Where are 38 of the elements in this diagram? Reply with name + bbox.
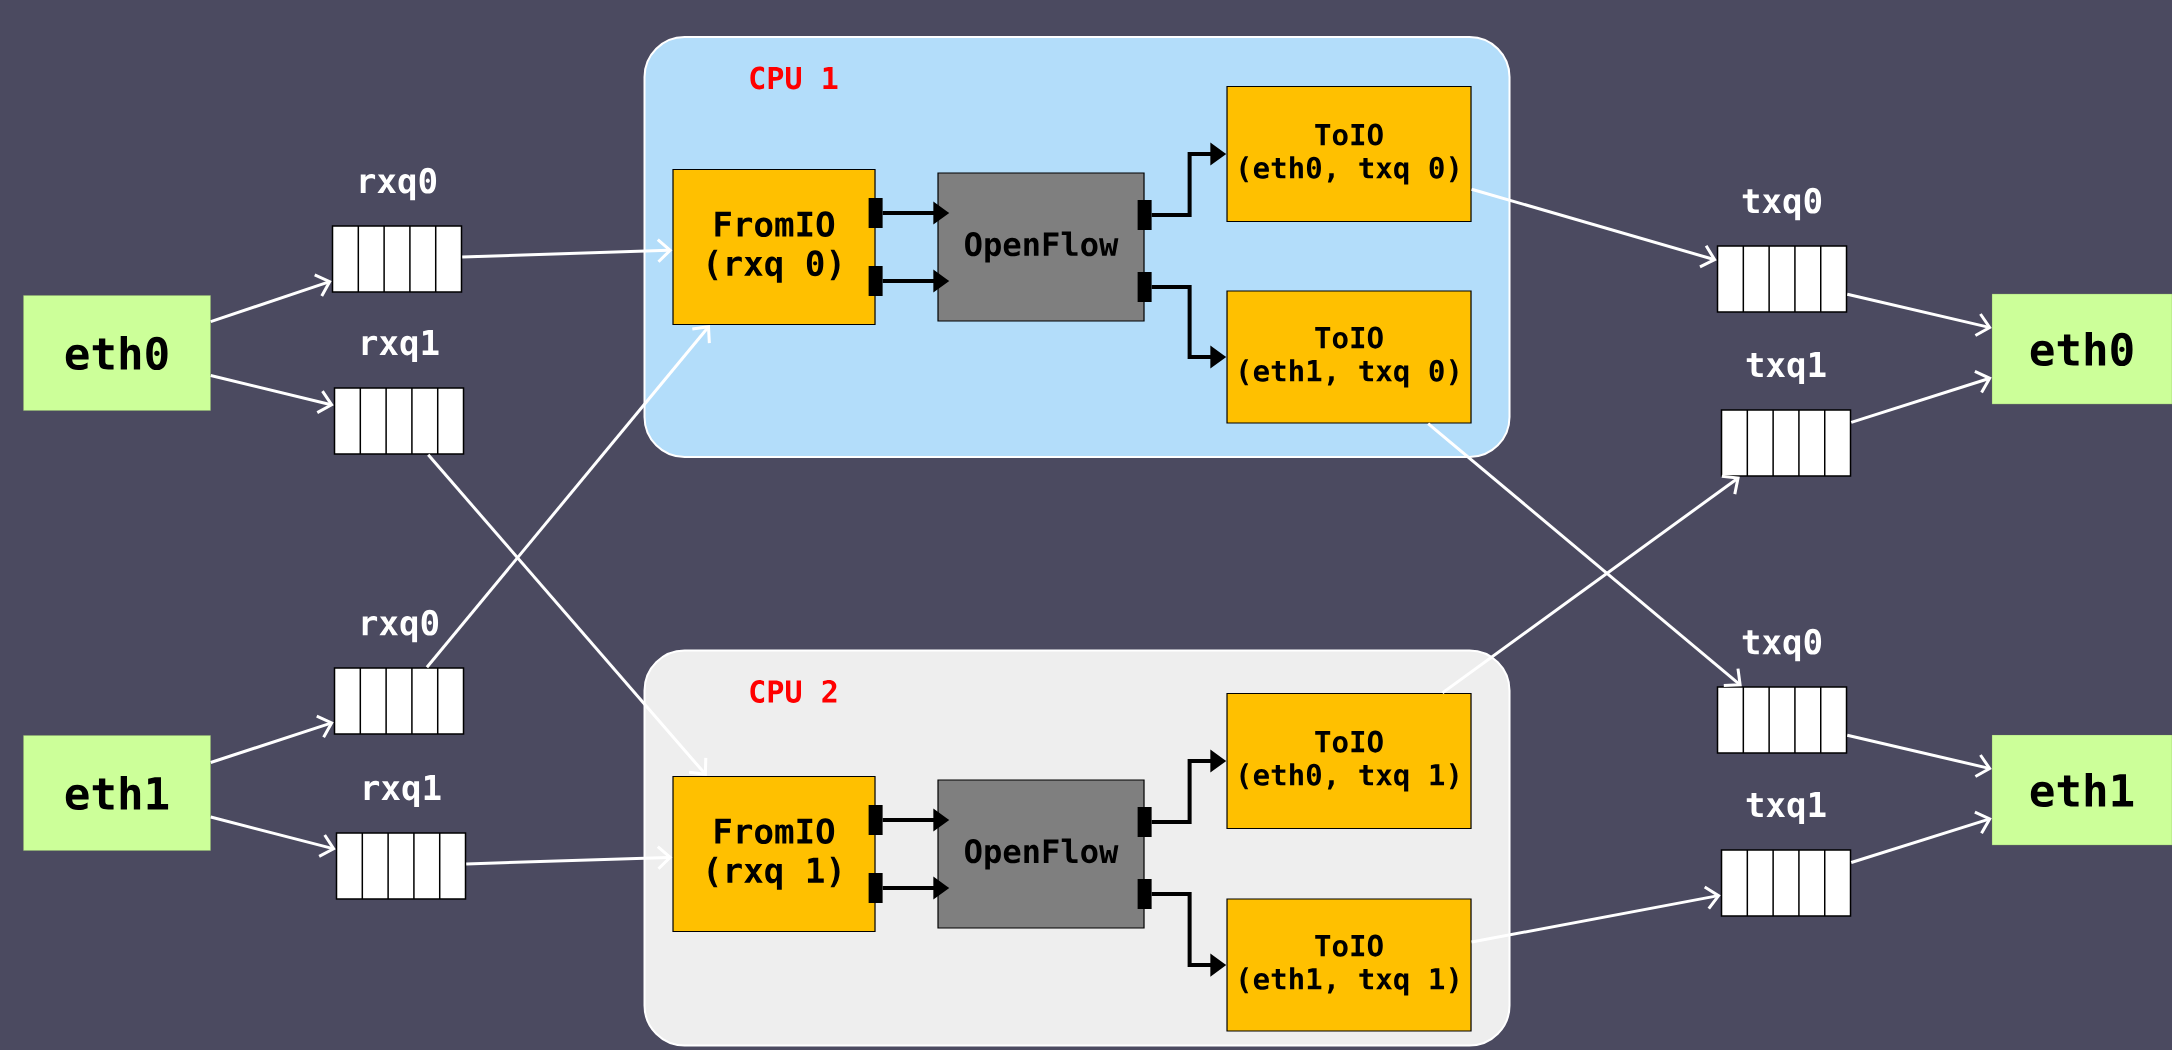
process-box: OpenFlow <box>937 172 1145 322</box>
process-box: OpenFlow <box>937 779 1145 929</box>
process-box: FromIO (rxq 1) <box>672 775 876 933</box>
arrow <box>210 273 332 324</box>
process-box: ToIO (eth0, txq 1) <box>1226 692 1472 830</box>
queue-label: txq1 <box>1746 792 1826 824</box>
arrow <box>1850 810 1992 864</box>
queue-label: txq0 <box>1742 187 1822 221</box>
arrow <box>1846 733 1992 778</box>
process-box: ToIO (eth0, txq 0) <box>1226 85 1472 223</box>
queue-label: rxq0 <box>360 167 437 201</box>
arrow <box>210 714 334 764</box>
arrow <box>427 453 708 776</box>
process-box: FromIO (rxq 0) <box>672 168 876 326</box>
process-box: ToIO (eth1, txq 1) <box>1226 898 1472 1032</box>
interface-box: eth0 <box>23 295 211 411</box>
arrow <box>1471 187 1717 269</box>
process-box: ToIO (eth1, txq 0) <box>1226 290 1472 424</box>
arrow <box>1846 292 1992 337</box>
arrow <box>210 815 336 858</box>
queue-label: rxq1 <box>364 775 441 807</box>
arrow <box>210 374 334 414</box>
interface-box: eth1 <box>1991 734 2172 846</box>
arrow <box>425 325 711 669</box>
cpu-label: CPU 2 <box>750 680 837 703</box>
queue-label: rxq1 <box>362 330 439 362</box>
arrow <box>466 845 673 870</box>
arrow <box>1471 885 1721 944</box>
queue-label: rxq0 <box>362 609 439 643</box>
interface-box: eth1 <box>23 735 211 851</box>
cpu-label: CPU 1 <box>750 66 838 90</box>
arrow <box>1850 370 1992 424</box>
queue-label: txq1 <box>1746 352 1826 384</box>
queue-label: txq0 <box>1742 628 1822 662</box>
arrow <box>462 238 673 263</box>
arrow <box>1441 474 1740 695</box>
arrow <box>1427 422 1742 688</box>
interface-box: eth0 <box>1991 293 2172 405</box>
